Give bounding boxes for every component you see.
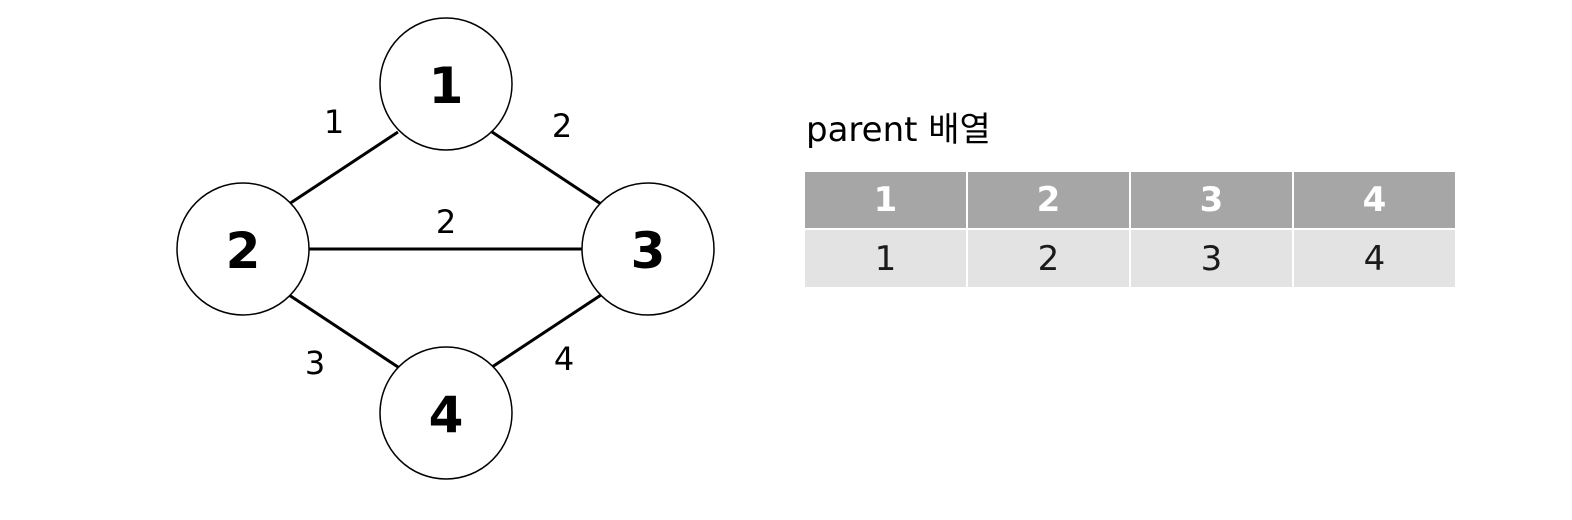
edge-weight-1-2: 1 [324,103,344,141]
node-3-label: 3 [631,222,666,280]
node-2-circle [176,182,310,316]
graph-node-4: 4 [379,346,513,480]
graph-node-1: 1 [379,17,513,151]
graph-node-3: 3 [581,182,715,316]
node-2-label: 2 [226,222,261,280]
graph-diagram: 1 2 2 3 4 1 2 3 4 [176,17,715,480]
node-1-circle [379,17,513,151]
parent-value-cell: 2 [968,230,1129,287]
edge-1-2 [288,130,399,206]
edge-weight-2-4: 3 [305,344,325,382]
parent-array-title: parent 배열 [806,110,991,150]
parent-array-table: 1 2 3 4 1 2 3 4 [803,170,1457,289]
node-1-label: 1 [429,57,464,115]
parent-value-cell: 3 [1131,230,1292,287]
edge-3-4 [491,293,602,369]
node-4-circle [379,346,513,480]
parent-array-index-row: 1 2 3 4 [805,172,1455,228]
parent-index-cell: 1 [805,172,966,228]
parent-index-cell: 4 [1294,172,1455,228]
parent-value-cell: 1 [805,230,966,287]
parent-array-value-row: 1 2 3 4 [805,230,1455,287]
parent-index-cell: 3 [1131,172,1292,228]
edge-1-3 [491,130,602,206]
graph-node-2: 2 [176,182,310,316]
edge-2-4 [288,293,399,369]
parent-index-cell: 2 [968,172,1129,228]
edge-weight-3-4: 4 [554,340,574,378]
node-3-circle [581,182,715,316]
node-4-label: 4 [429,386,464,444]
edge-weight-1-3: 2 [552,107,572,145]
parent-value-cell: 4 [1294,230,1455,287]
edge-weight-2-3: 2 [436,203,456,241]
